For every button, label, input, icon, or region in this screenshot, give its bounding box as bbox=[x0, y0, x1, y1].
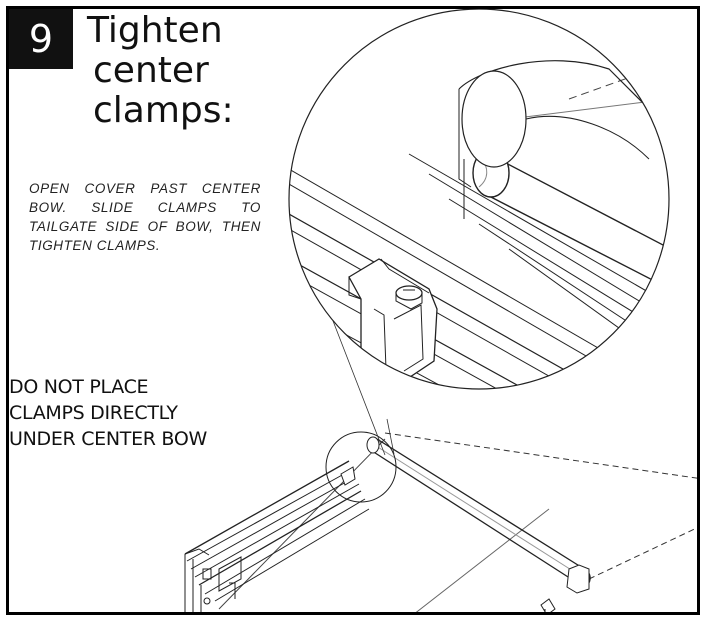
step-title-line: clamps: bbox=[93, 90, 234, 131]
step-title-line: center bbox=[93, 50, 209, 91]
truck-bed-drawing bbox=[184, 432, 697, 612]
warning-line: DO NOT PLACE bbox=[9, 376, 149, 398]
warning-line: UNDER CENTER BOW bbox=[9, 428, 207, 450]
instruction-text: OPEN COVER PAST CENTER BOW. SLIDE CLAMPS… bbox=[29, 181, 261, 253]
warning-line: CLAMPS DIRECTLY bbox=[9, 402, 178, 424]
step-title: Tighten center clamps: bbox=[87, 11, 287, 131]
instruction-panel: 9 Tighten center clamps: OPEN COVER PAST… bbox=[6, 6, 700, 615]
magnified-clamp-view bbox=[288, 9, 670, 390]
step-title-line: Tighten bbox=[87, 10, 223, 51]
installation-illustration bbox=[184, 9, 697, 612]
step-number-badge: 9 bbox=[9, 9, 73, 69]
warning-note: DO NOT PLACE CLAMPS DIRECTLY UNDER CENTE… bbox=[9, 374, 289, 452]
detail-callout-circle bbox=[325, 431, 397, 503]
